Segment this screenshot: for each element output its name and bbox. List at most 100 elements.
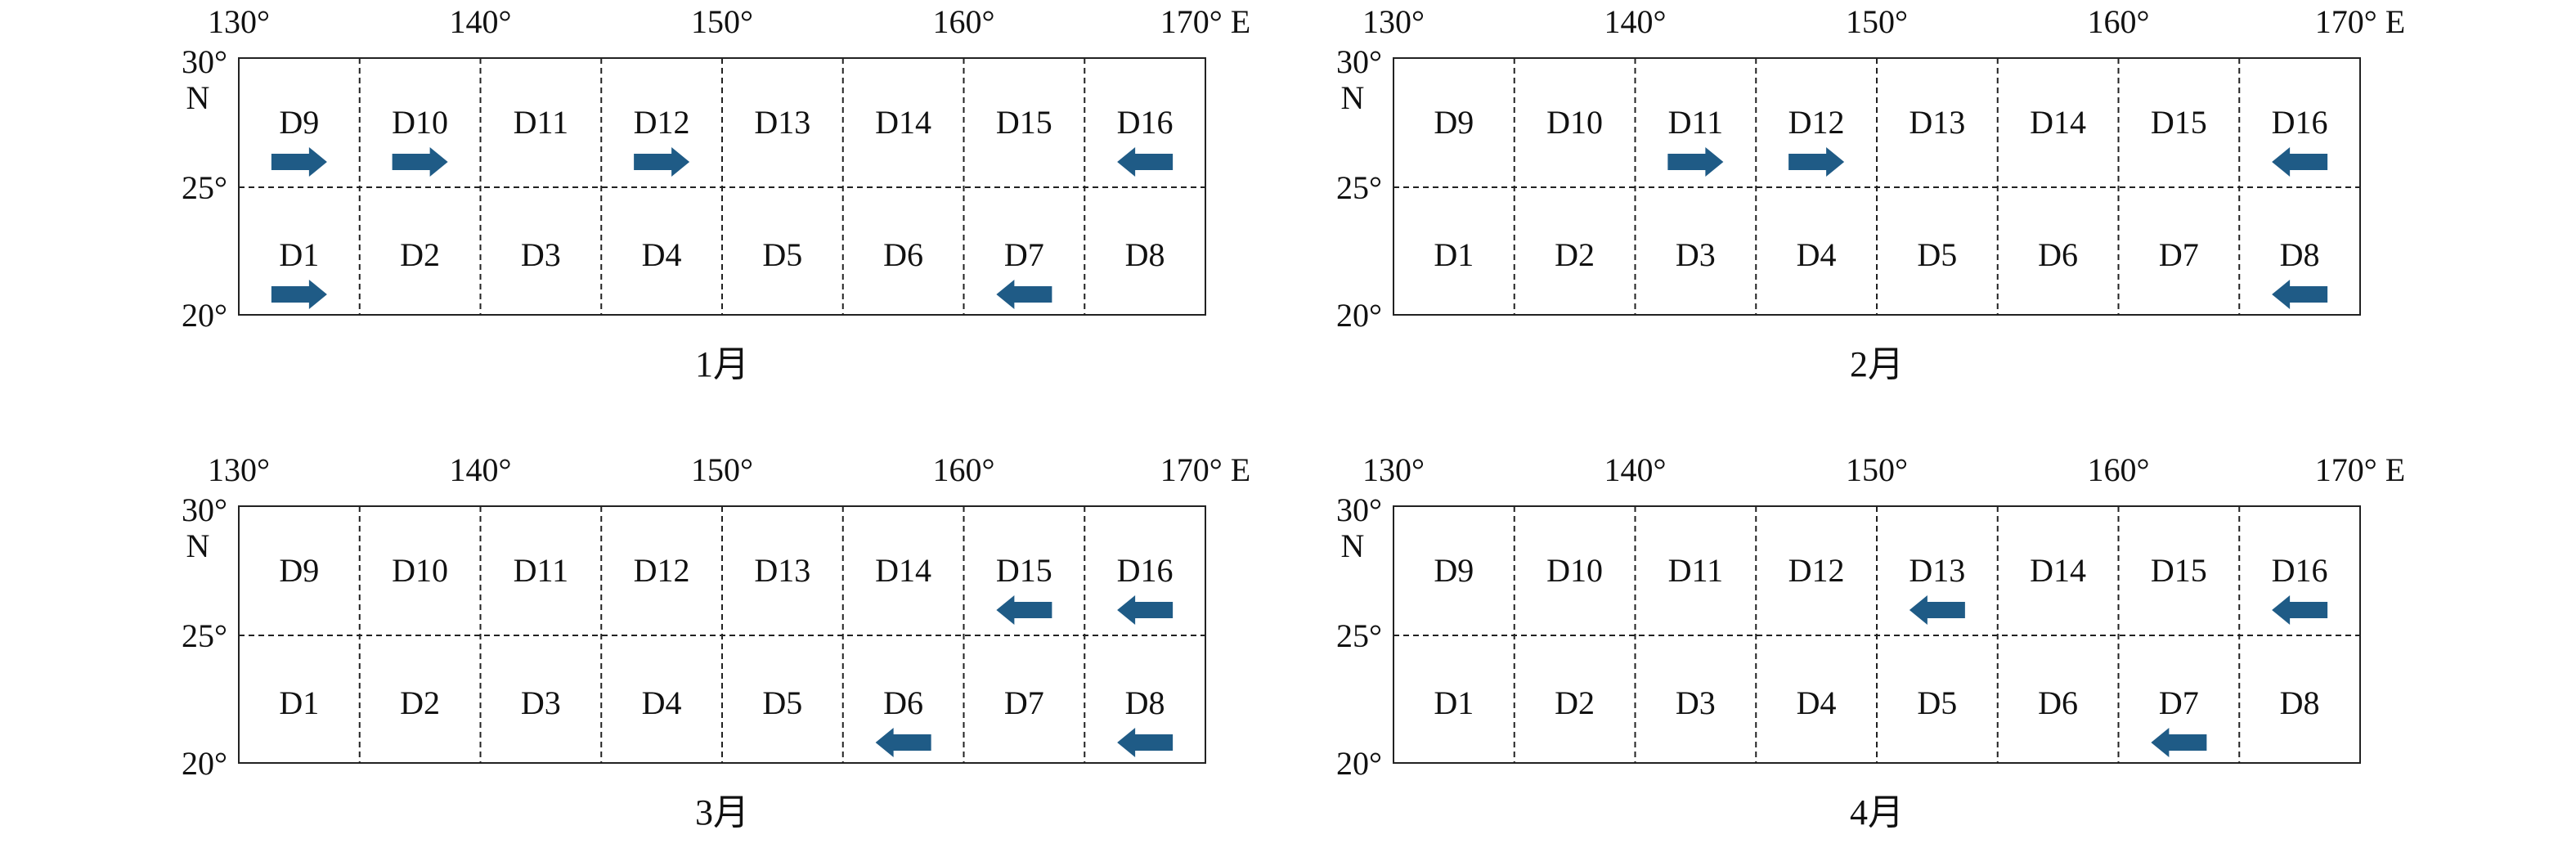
latitude-label-30: 30° (1336, 43, 1382, 80)
longitude-label: 150° (691, 451, 753, 488)
latitude-label-25: 25° (1336, 169, 1382, 206)
region-label: D12 (634, 104, 690, 141)
longitude-label: 130° (208, 3, 270, 40)
latitude-label-n: N (1341, 527, 1365, 564)
region-label: D7 (1004, 236, 1044, 273)
longitude-label: 160° (2088, 3, 2150, 40)
region-label: D13 (1909, 104, 1965, 141)
region-label: D6 (2038, 236, 2078, 273)
latitude-label-30: 30° (1336, 491, 1382, 528)
region-label: D3 (521, 684, 561, 721)
region-label: D9 (279, 104, 319, 141)
region-label: D1 (1434, 236, 1474, 273)
longitude-label: 170° E (1160, 451, 1250, 488)
region-label: D3 (1676, 684, 1716, 721)
region-label: D16 (2272, 104, 2328, 141)
region-label: D15 (996, 104, 1052, 141)
latitude-label-20: 20° (1336, 745, 1382, 782)
region-label: D11 (514, 552, 568, 589)
flow-arrow-east-d12 (1788, 147, 1845, 177)
map-frame (238, 57, 1206, 316)
region-label: D7 (2159, 684, 2199, 721)
latitude-label-n: N (1341, 79, 1365, 116)
region-label: D14 (2030, 552, 2086, 589)
region-label: D12 (1788, 104, 1845, 141)
flow-arrow-west-d7 (996, 280, 1052, 309)
longitude-label: 130° (1362, 451, 1425, 488)
region-label: D13 (1909, 552, 1965, 589)
flow-arrow-west-d16 (1117, 147, 1174, 177)
region-label: D5 (762, 684, 802, 721)
region-label: D7 (1004, 684, 1044, 721)
latitude-label-25: 25° (1336, 617, 1382, 654)
latitude-label-20: 20° (182, 297, 227, 334)
map-frame (238, 505, 1206, 764)
flow-arrow-east-d1 (271, 280, 327, 309)
latitude-label-30: 30° (182, 43, 227, 80)
flow-arrow-west-d6 (875, 728, 931, 757)
month-caption: 2月 (1850, 344, 1904, 384)
region-label: D10 (1546, 104, 1603, 141)
longitude-label: 150° (691, 3, 753, 40)
latitude-label-30: 30° (182, 491, 227, 528)
region-label: D8 (2280, 684, 2320, 721)
flow-arrow-west-d16 (2272, 595, 2328, 625)
latitude-label-20: 20° (1336, 297, 1382, 334)
region-label: D12 (634, 552, 690, 589)
region-label: D1 (1434, 684, 1474, 721)
region-label: D14 (875, 552, 931, 589)
region-label: D3 (521, 236, 561, 273)
flow-arrow-west-d16 (2272, 147, 2328, 177)
longitude-label: 170° E (2315, 3, 2405, 40)
region-label: D15 (2151, 104, 2207, 141)
region-label: D3 (1676, 236, 1716, 273)
region-label: D10 (1546, 552, 1603, 589)
flow-arrow-west-d7 (2151, 728, 2207, 757)
longitude-label: 140° (450, 3, 512, 40)
region-label: D5 (1917, 684, 1957, 721)
region-label: D8 (1125, 684, 1165, 721)
latitude-label-25: 25° (182, 169, 227, 206)
region-label: D11 (1668, 552, 1723, 589)
flow-arrow-west-d8 (2272, 280, 2328, 309)
longitude-label: 160° (2088, 451, 2150, 488)
region-label: D11 (514, 104, 568, 141)
region-label: D9 (1434, 552, 1474, 589)
region-label: D6 (883, 236, 923, 273)
flow-arrow-east-d9 (271, 147, 327, 177)
longitude-label: 170° E (1160, 3, 1250, 40)
month-caption: 4月 (1850, 792, 1904, 832)
flow-arrow-west-d8 (1117, 728, 1174, 757)
region-label: D1 (279, 684, 319, 721)
region-label: D8 (2280, 236, 2320, 273)
region-label: D5 (762, 236, 802, 273)
region-label: D15 (996, 552, 1052, 589)
flow-arrow-east-d12 (634, 147, 690, 177)
longitude-label: 150° (1846, 451, 1908, 488)
region-label: D4 (642, 684, 682, 721)
region-label: D13 (754, 104, 810, 141)
region-label: D16 (2272, 552, 2328, 589)
region-label: D14 (2030, 104, 2086, 141)
region-label: D4 (1797, 236, 1837, 273)
longitude-label: 140° (450, 451, 512, 488)
longitude-label: 150° (1846, 3, 1908, 40)
region-label: D2 (1555, 684, 1595, 721)
flow-arrow-west-d15 (996, 595, 1052, 625)
region-label: D15 (2151, 552, 2207, 589)
region-label: D9 (1434, 104, 1474, 141)
longitude-label: 160° (933, 451, 995, 488)
region-label: D1 (279, 236, 319, 273)
latitude-label-25: 25° (182, 617, 227, 654)
latitude-label-20: 20° (182, 745, 227, 782)
region-label: D10 (392, 104, 448, 141)
region-label: D4 (1797, 684, 1837, 721)
longitude-label: 140° (1604, 3, 1667, 40)
flow-arrow-east-d11 (1667, 147, 1724, 177)
region-label: D6 (883, 684, 923, 721)
month-caption: 3月 (695, 792, 749, 832)
longitude-label: 140° (1604, 451, 1667, 488)
